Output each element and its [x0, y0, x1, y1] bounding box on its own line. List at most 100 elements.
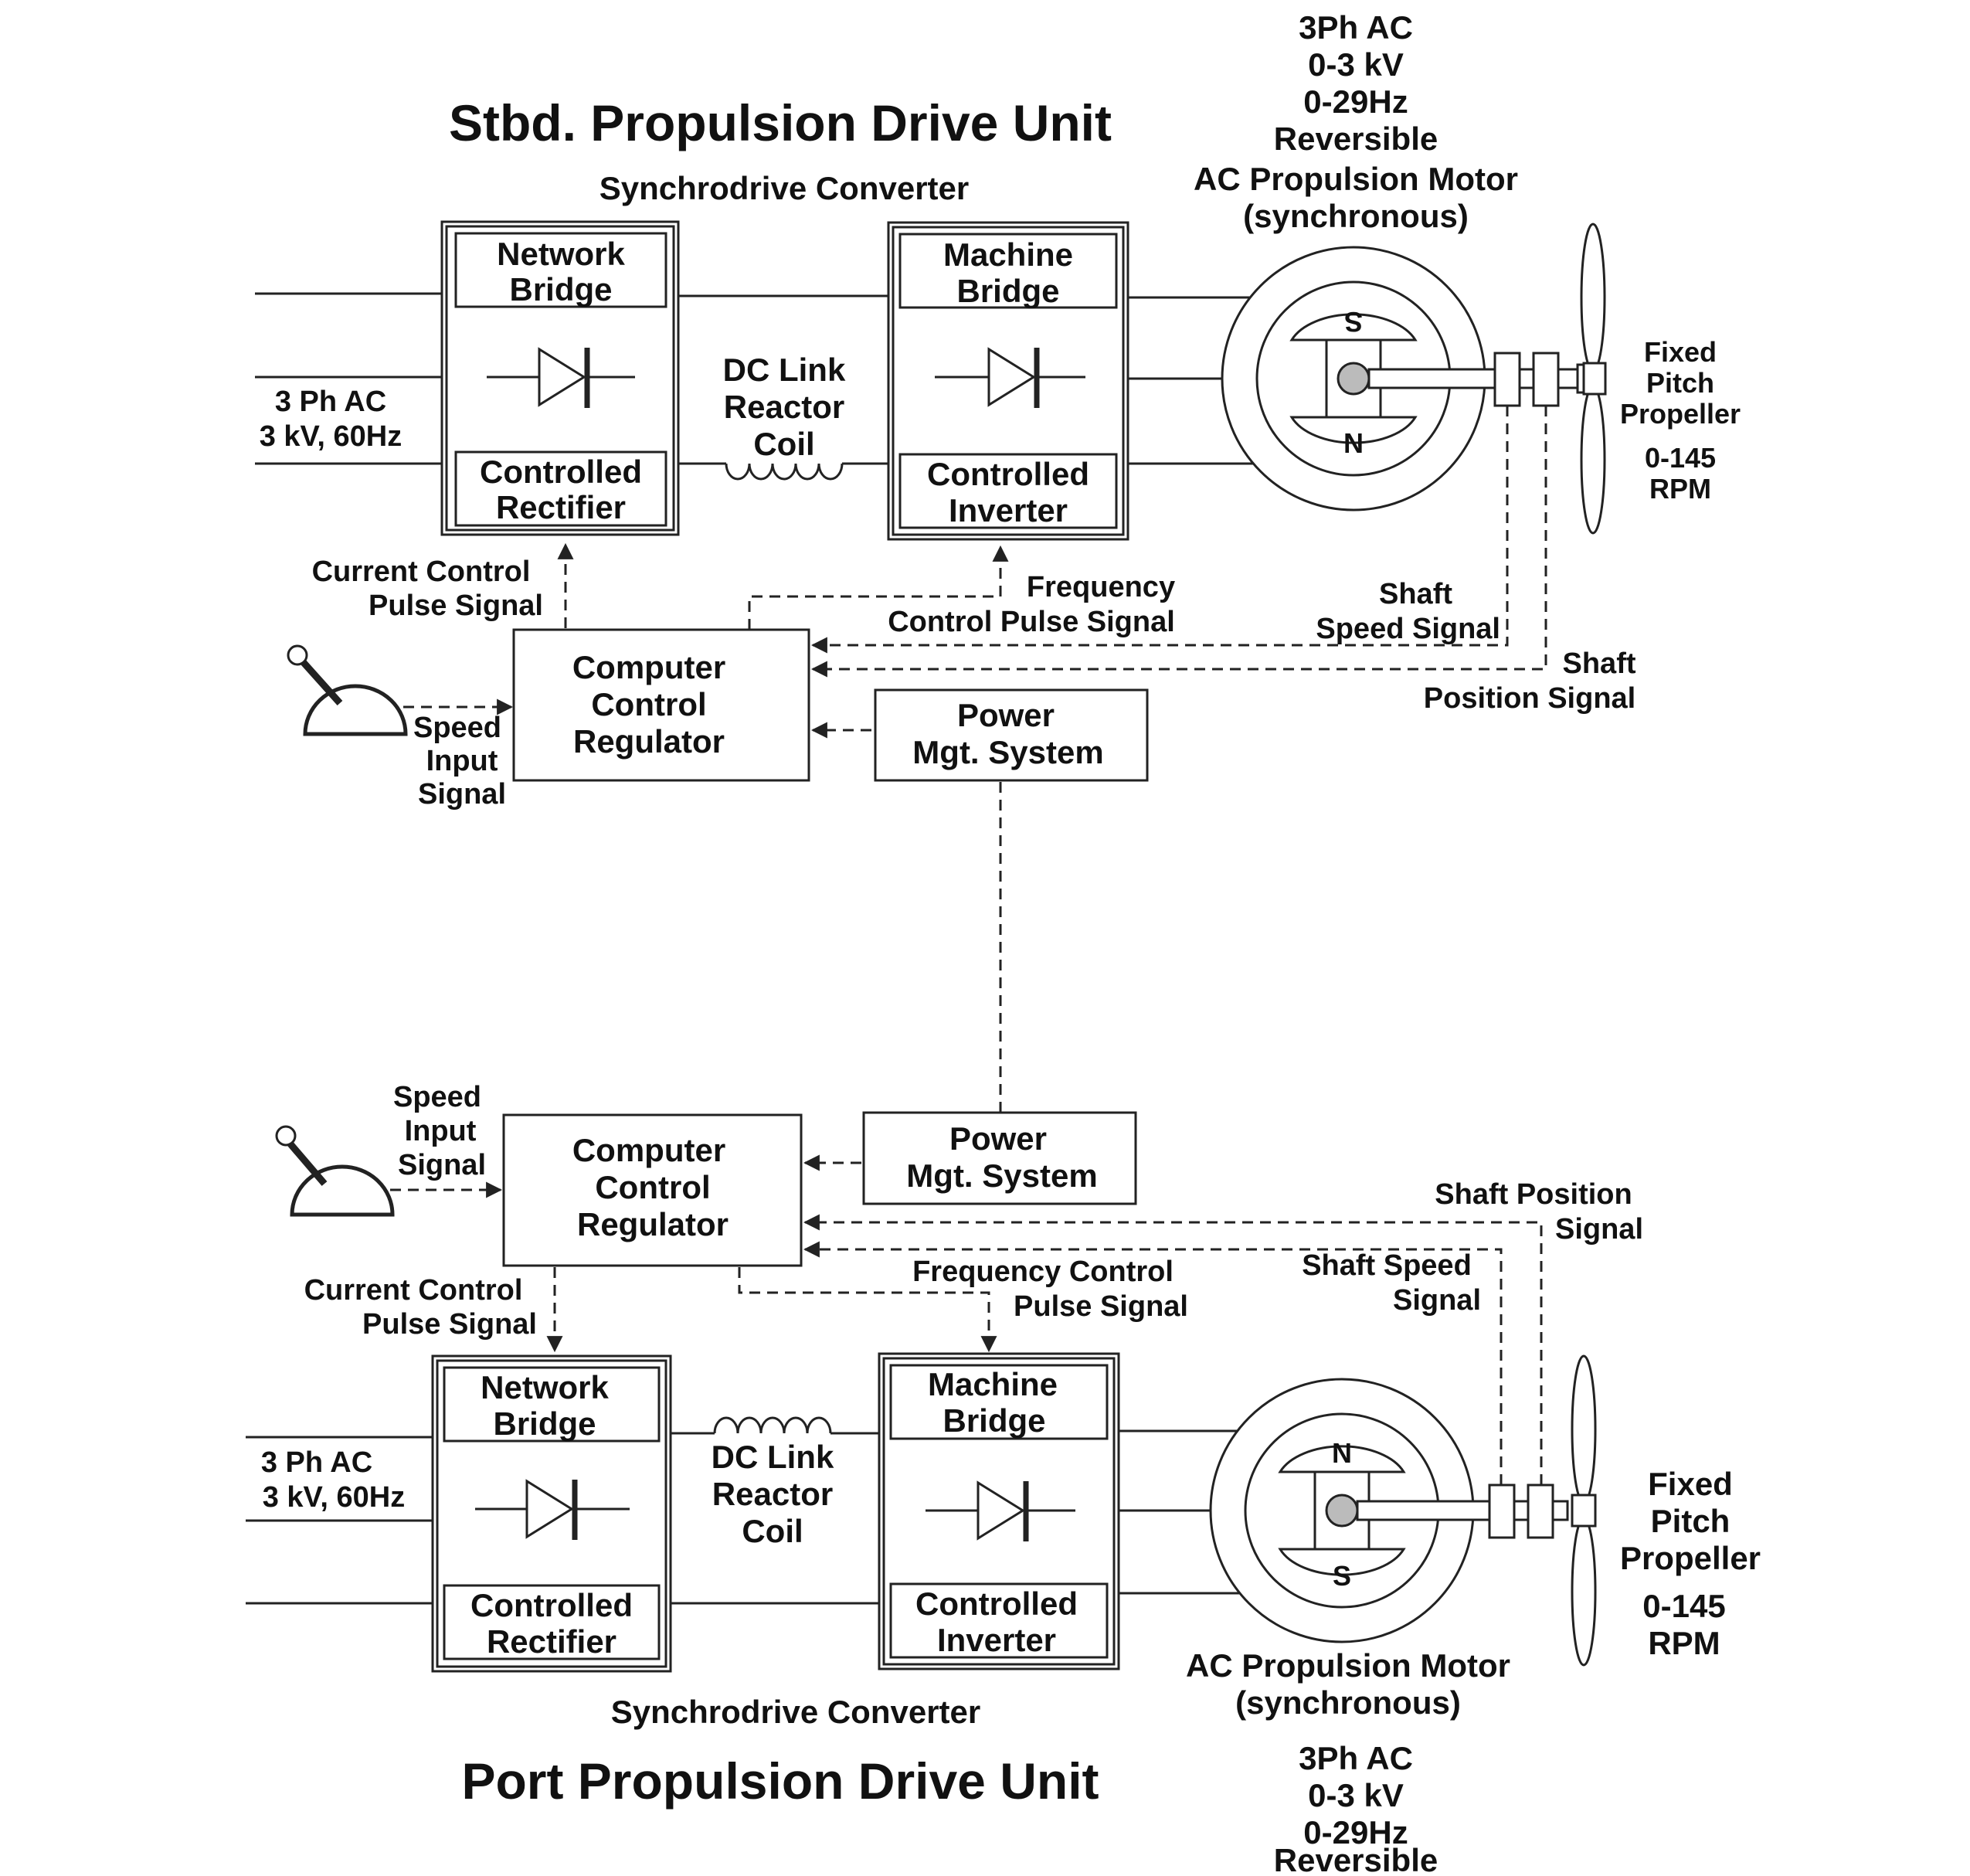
svg-text:Coil: Coil [742, 1513, 803, 1549]
stbd-controlled-inverter-box [898, 453, 1118, 529]
svg-text:Current Control: Current Control [304, 1274, 523, 1307]
stbd-position-sensor [1532, 352, 1560, 407]
svg-text:0-3 kV: 0-3 kV [1308, 46, 1404, 83]
svg-text:Inverter: Inverter [937, 1622, 1056, 1658]
svg-text:Current Control: Current Control [312, 556, 531, 588]
port-network-bridge-box [443, 1366, 661, 1443]
svg-text:Controlled: Controlled [480, 454, 642, 490]
port-propeller-hub [1571, 1494, 1597, 1528]
svg-text:0-29Hz: 0-29Hz [1303, 1814, 1408, 1851]
svg-text:Frequency: Frequency [1027, 571, 1175, 603]
port-shaft-speed-label: Shaft Speed Signal [1302, 1249, 1481, 1317]
svg-text:Shaft Speed: Shaft Speed [1302, 1249, 1472, 1282]
port-power-mgt-box [862, 1111, 1137, 1205]
port-controlled-rectifier-box [443, 1584, 661, 1660]
port-dc-link-label: DC Link Reactor Coil [712, 1439, 834, 1549]
svg-text:RPM: RPM [1649, 473, 1711, 505]
port-regulator-box [502, 1113, 803, 1267]
port-regulator-label: Computer Control Regulator [572, 1132, 729, 1242]
port-reactor-coil-icon [713, 1416, 832, 1434]
svg-text:Pulse Signal: Pulse Signal [369, 590, 543, 622]
svg-text:Speed Signal: Speed Signal [1316, 613, 1500, 645]
stbd-propeller-blade-top [1580, 223, 1606, 372]
port-frequency-control-label: Frequency Control Pulse Signal [912, 1256, 1188, 1323]
svg-text:Computer: Computer [572, 649, 725, 685]
stbd-title: Stbd. Propulsion Drive Unit [449, 94, 1112, 151]
svg-text:Input: Input [405, 1115, 477, 1147]
stbd-speed-lever-icon [287, 644, 408, 736]
port-current-control-label: Current Control Pulse Signal [304, 1274, 537, 1341]
svg-text:Bridge: Bridge [956, 273, 1059, 309]
svg-text:Network: Network [481, 1369, 609, 1405]
svg-text:Coil: Coil [753, 426, 814, 462]
svg-text:Shaft: Shaft [1563, 647, 1636, 680]
svg-text:3Ph AC: 3Ph AC [1299, 1740, 1413, 1776]
svg-text:Machine: Machine [928, 1366, 1058, 1402]
svg-text:Bridge: Bridge [943, 1402, 1045, 1439]
svg-text:Speed: Speed [393, 1081, 481, 1113]
port-rectifier-unit: Network Bridge Controlled Rectifier [431, 1354, 672, 1673]
svg-text:Shaft Position: Shaft Position [1435, 1178, 1632, 1211]
svg-text:Regulator: Regulator [573, 723, 725, 760]
svg-text:Fixed: Fixed [1648, 1466, 1733, 1502]
svg-text:(synchronous): (synchronous) [1235, 1684, 1461, 1721]
stbd-frequency-control-arrow [748, 545, 1009, 630]
port-converter-label: Synchrodrive Converter [611, 1694, 981, 1730]
svg-text:Controlled: Controlled [915, 1585, 1078, 1622]
svg-text:(synchronous): (synchronous) [1243, 198, 1469, 234]
stbd-speed-sensor [1493, 352, 1521, 407]
svg-text:0-3 kV: 0-3 kV [1308, 1777, 1404, 1813]
port-speed-input-label: Speed Input Signal [393, 1081, 486, 1181]
stbd-controlled-rectifier-box [454, 450, 667, 527]
svg-text:3 Ph AC: 3 Ph AC [275, 386, 386, 418]
stbd-shaft-position-label: Shaft Position Signal [1424, 647, 1636, 715]
port-shaft [1356, 1354, 1597, 1667]
stbd-shaft-speed-label: Shaft Speed Signal [1316, 578, 1500, 645]
port-unit: Power Mgt. System Computer Control Regul… [246, 1081, 1761, 1876]
stbd-converter-label: Synchrodrive Converter [599, 170, 970, 206]
port-propeller-label: Fixed Pitch Propeller 0-145 RPM [1620, 1466, 1761, 1661]
svg-text:Pulse Signal: Pulse Signal [362, 1308, 537, 1341]
svg-text:Input: Input [426, 745, 498, 777]
svg-text:Pitch: Pitch [1646, 367, 1714, 399]
svg-text:3 kV, 60Hz: 3 kV, 60Hz [263, 1481, 406, 1514]
stbd-network-bridge-box [454, 232, 667, 308]
stbd-motor-spec: 3Ph AC 0-3 kV 0-29Hz Reversible AC Propu… [1194, 9, 1518, 234]
svg-text:Pitch: Pitch [1651, 1503, 1731, 1539]
svg-text:Power: Power [949, 1120, 1047, 1157]
svg-text:DC Link: DC Link [723, 352, 846, 388]
svg-text:3 Ph AC: 3 Ph AC [261, 1446, 372, 1479]
svg-text:AC Propulsion Motor: AC Propulsion Motor [1194, 161, 1518, 197]
stbd-speed-input-label: Speed Input Signal [413, 712, 506, 811]
port-pole-top: N [1332, 1437, 1352, 1469]
svg-text:Power: Power [957, 697, 1055, 733]
port-speed-sensor [1488, 1483, 1516, 1539]
port-frequency-control-arrow [738, 1267, 997, 1353]
svg-text:Mgt. System: Mgt. System [912, 734, 1103, 770]
port-motor-spec: 3Ph AC 0-3 kV 0-29Hz Reversible [1274, 1740, 1438, 1876]
stbd-pole-bottom: N [1343, 427, 1364, 459]
svg-text:Reactor: Reactor [712, 1476, 833, 1512]
svg-text:Control: Control [591, 686, 706, 722]
stbd-reactor-coil-icon [725, 463, 844, 481]
port-shaft-position-arrow [803, 1214, 1543, 1485]
svg-text:0-29Hz: 0-29Hz [1303, 83, 1408, 120]
stbd-unit: Stbd. Propulsion Drive Unit Synchrodrive… [255, 9, 1741, 811]
svg-text:Frequency Control: Frequency Control [912, 1256, 1174, 1288]
svg-text:Propeller: Propeller [1620, 1540, 1761, 1576]
stbd-motor-icon: S N [1221, 246, 1486, 511]
stbd-current-control-label: Current Control Pulse Signal [312, 556, 543, 622]
svg-text:Control Pulse Signal: Control Pulse Signal [888, 606, 1175, 638]
stbd-network-bridge-label: Network [497, 236, 625, 272]
svg-text:Regulator: Regulator [577, 1206, 729, 1242]
stbd-power-mgt-box [874, 688, 1149, 782]
stbd-inverter-unit: Machine Bridge Controlled Inverter [887, 221, 1129, 541]
stbd-inverter-diode-icon [935, 347, 1085, 408]
stbd-dc-link-label: DC Link Reactor Coil [723, 352, 846, 462]
stbd-regulator-label: Computer Control Regulator [572, 649, 725, 760]
svg-text:Controlled: Controlled [927, 456, 1089, 492]
port-position-sensor [1527, 1483, 1554, 1539]
port-propeller-blade-bottom [1571, 1517, 1597, 1667]
stbd-shaft [1367, 223, 1607, 535]
port-shaft-speed-arrow [803, 1241, 1503, 1485]
